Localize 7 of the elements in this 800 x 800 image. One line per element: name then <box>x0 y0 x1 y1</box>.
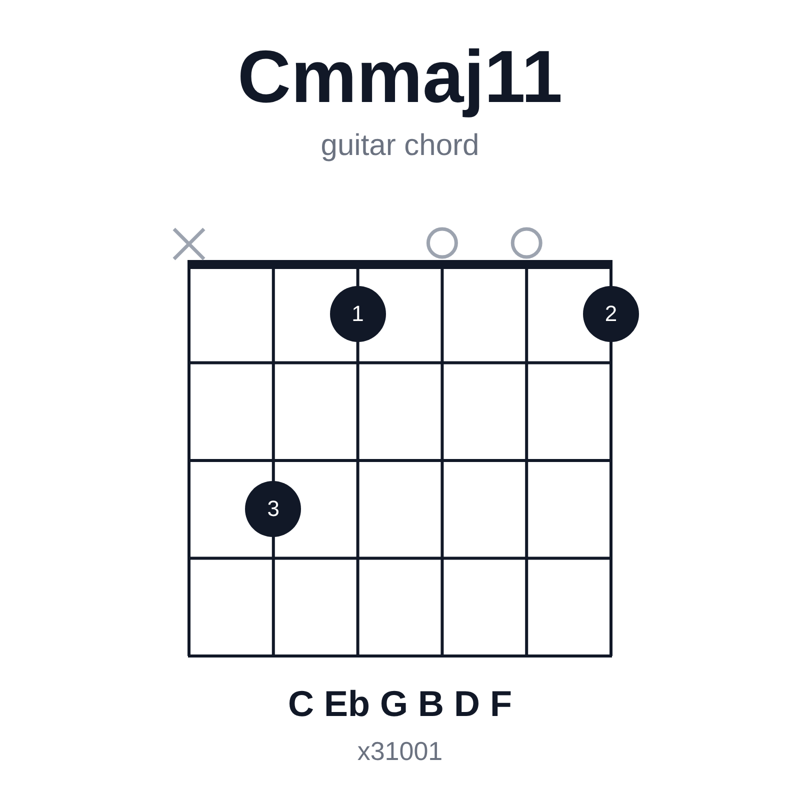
chord-notes: C Eb G B D F <box>287 682 513 726</box>
chord-title: Cmmaj11 <box>236 36 564 118</box>
subtitle: guitar chord <box>320 128 480 164</box>
finger-dot: 1 <box>330 286 386 342</box>
fingering-code: x31001 <box>356 736 444 768</box>
finger-dot: 3 <box>245 481 302 538</box>
finger-dot: 2 <box>583 286 639 342</box>
